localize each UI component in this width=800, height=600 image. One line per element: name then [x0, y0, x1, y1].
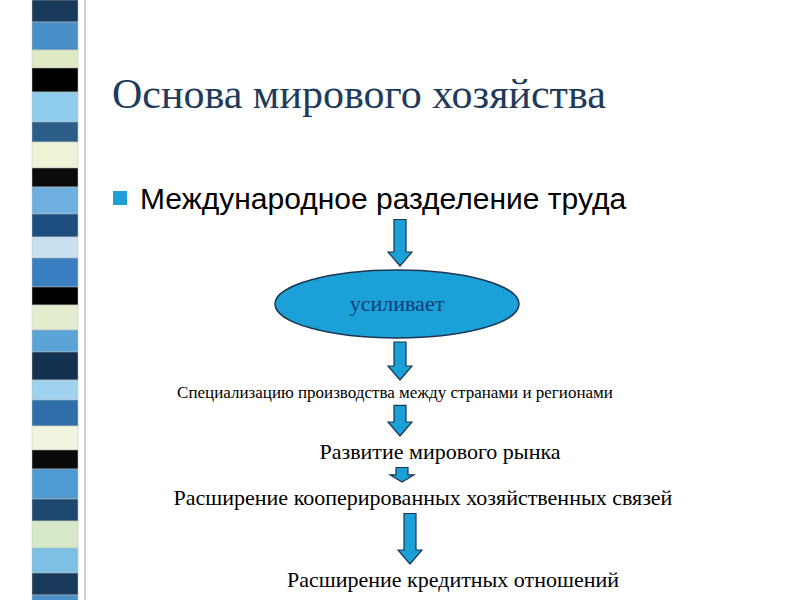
strip-block	[32, 214, 78, 237]
strip-block	[32, 22, 78, 50]
slide-title: Основа мирового хозяйства	[112, 70, 606, 118]
strip-block	[32, 237, 78, 258]
text-node: Развитие мирового рынка	[240, 438, 640, 466]
strip-block	[32, 50, 78, 68]
block-arrow	[388, 220, 412, 267]
strip-block	[32, 187, 78, 214]
strip-block	[32, 0, 78, 22]
text-node: Расширение кооперированных хозяйственных…	[153, 484, 693, 512]
strip-block	[32, 330, 78, 352]
strip-block	[32, 352, 78, 380]
strip-block	[32, 258, 78, 287]
block-arrow	[398, 514, 422, 565]
strip-block	[32, 142, 78, 168]
strip-block	[32, 548, 78, 573]
strip-block	[32, 92, 78, 122]
bullet-item: Международное разделение труда	[140, 180, 760, 218]
strip-block	[32, 287, 78, 305]
decor-strip	[32, 0, 78, 600]
strip-shadow	[84, 0, 86, 600]
strip-block	[32, 168, 78, 187]
node-text: Развитие мирового рынка	[240, 438, 640, 466]
bullet-square	[113, 191, 127, 205]
ellipse-shape	[275, 270, 519, 338]
block-arrow	[388, 342, 412, 380]
node-text: Международное разделение труда	[140, 180, 760, 218]
strip-block	[32, 573, 78, 595]
strip-block	[32, 499, 78, 521]
node-text: усиливает	[350, 290, 445, 318]
strip-block	[32, 400, 78, 426]
node-text: Расширение кредитных отношений	[203, 566, 703, 594]
strip-block	[32, 521, 78, 548]
block-arrow	[388, 405, 412, 436]
ellipse-node: усиливает	[273, 268, 521, 340]
node-text: Расширение кооперированных хозяйственных…	[153, 484, 693, 512]
block-arrow	[390, 468, 414, 483]
node-text: Специализацию производства между странам…	[95, 382, 695, 403]
strip-block	[32, 305, 78, 330]
text-node: Специализацию производства между странам…	[95, 382, 695, 403]
text-node: Расширение кредитных отношений	[203, 566, 703, 594]
strip-block	[32, 595, 78, 600]
strip-block	[32, 122, 78, 142]
strip-block	[32, 68, 78, 92]
strip-block	[32, 426, 78, 450]
strip-block	[32, 469, 78, 499]
strip-block	[32, 450, 78, 469]
strip-block	[32, 380, 78, 400]
